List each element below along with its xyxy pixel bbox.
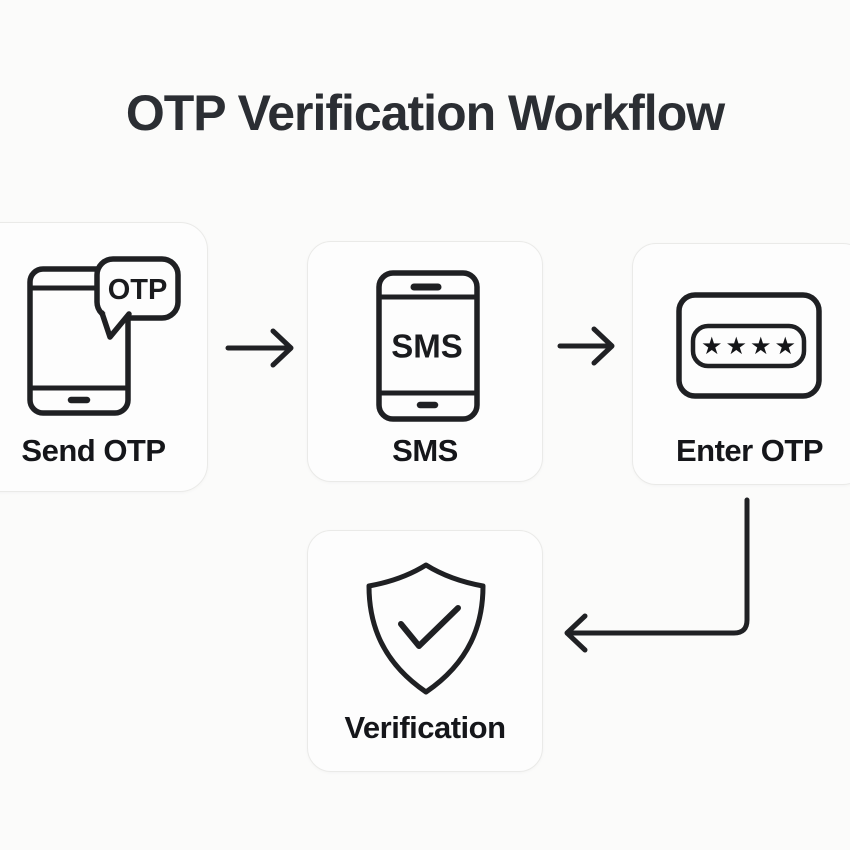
arrow-enter-otp-to-verification-icon: [564, 497, 750, 653]
arrow-sms-to-enter-otp-icon: [557, 326, 615, 366]
step-card-verification: Verification: [307, 530, 543, 772]
step-card-send-otp: OTP Send OTP: [0, 222, 208, 492]
step-card-sms: SMS SMS: [307, 241, 543, 482]
otp-input-stars-icon: ★★★★: [676, 292, 822, 399]
step-label-enter-otp: Enter OTP: [675, 433, 824, 468]
otp-stars-text: ★★★★: [701, 332, 799, 360]
shield-check-icon: [366, 562, 486, 695]
step-label-sms: SMS: [392, 433, 458, 468]
step-label-verification: Verification: [344, 710, 506, 745]
phone-sms-icon: SMS: [376, 270, 480, 422]
step-card-enter-otp: ★★★★ Enter OTP: [632, 243, 850, 485]
phone-otp-bubble-icon: OTP: [27, 256, 181, 416]
otp-bubble-text: OTP: [108, 274, 168, 306]
sms-screen-text: SMS: [391, 328, 463, 365]
step-label-send-otp: Send OTP: [21, 433, 166, 468]
arrow-send-otp-to-sms-icon: [225, 328, 294, 368]
diagram-title: OTP Verification Workflow: [125, 85, 725, 141]
